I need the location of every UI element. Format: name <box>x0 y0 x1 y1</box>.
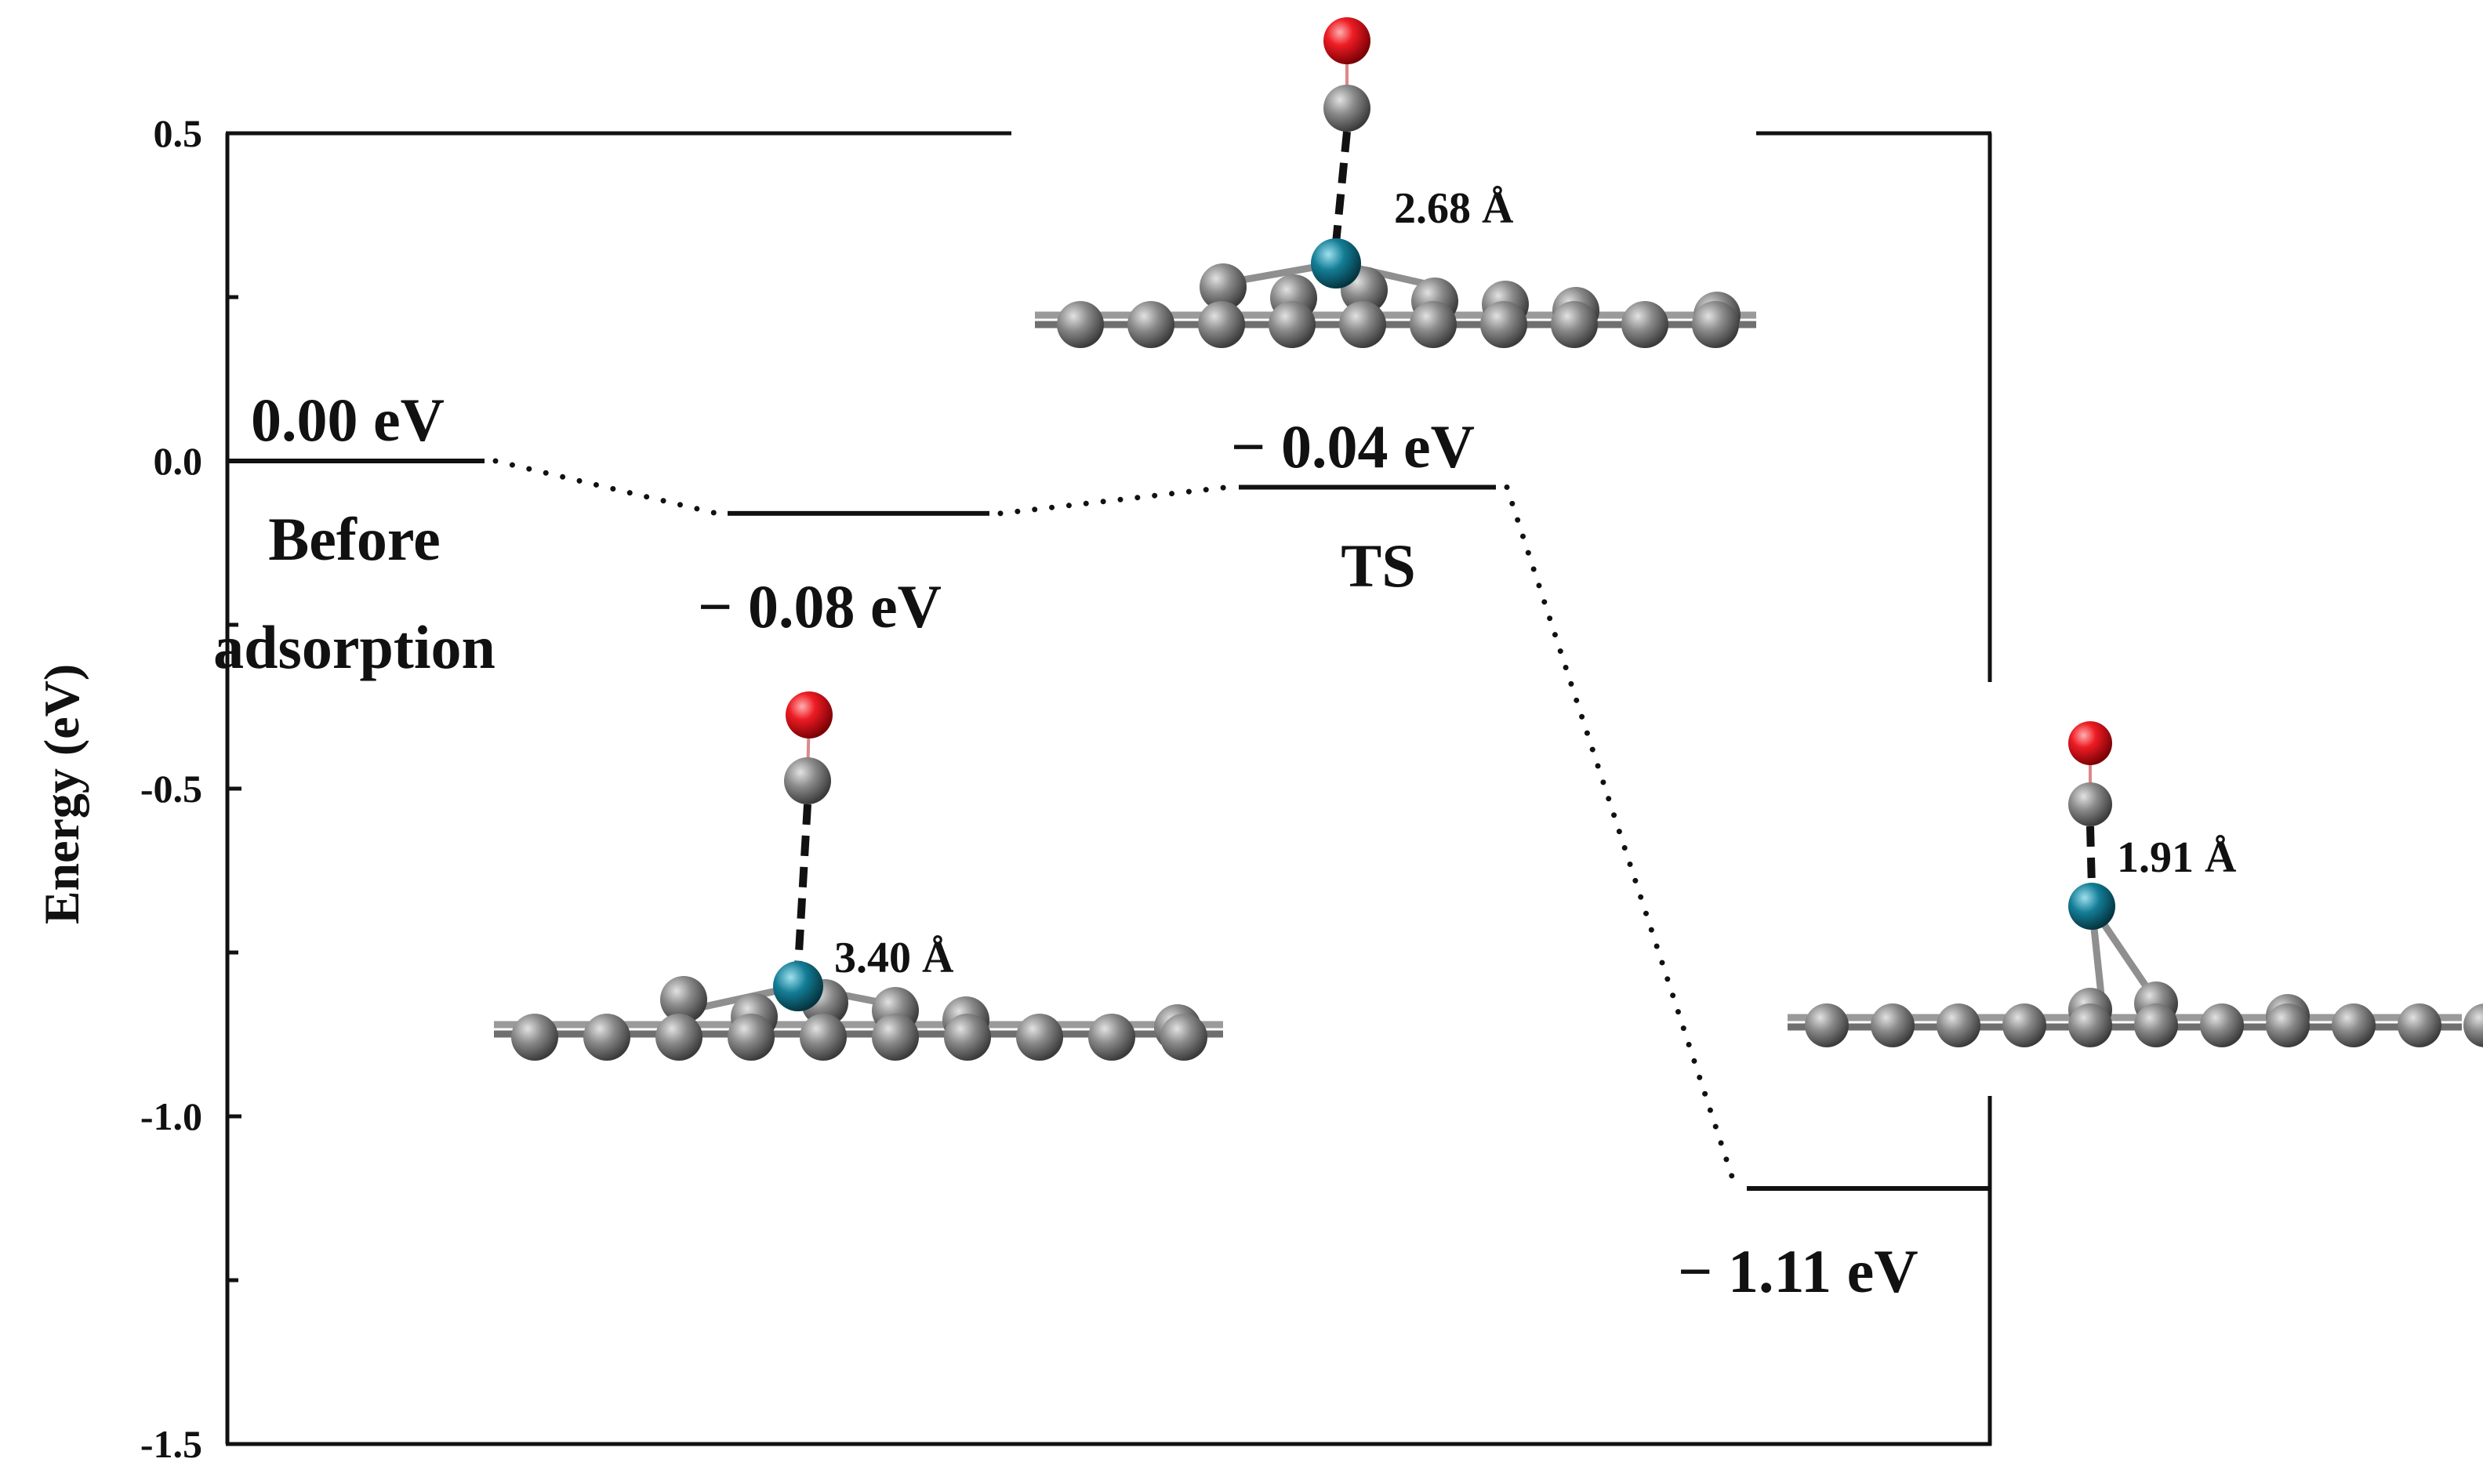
energy-label-adsorbed: − 0.08 eV <box>698 572 942 640</box>
carbon-atom <box>1088 1014 1135 1061</box>
distance-label-final: 1.91 Å <box>2117 833 2237 882</box>
metal-atom <box>2068 883 2115 930</box>
level-connector <box>997 484 1231 517</box>
carbon-atom <box>944 1014 991 1061</box>
carbon-atom <box>1621 301 1668 348</box>
carbon-atom <box>1016 1014 1063 1061</box>
carbon-atom <box>1160 1014 1207 1061</box>
carbon-atom <box>1410 301 1457 348</box>
oxygen-atom <box>2068 721 2112 765</box>
state-label-before-line2: adsorption <box>213 613 496 681</box>
interaction-dash <box>2086 825 2096 888</box>
carbon-atom <box>2002 1003 2046 1047</box>
carbon-atom <box>1127 301 1174 348</box>
carbon-atom <box>1871 1003 1915 1047</box>
interaction-dash <box>794 804 811 967</box>
carbon-atom <box>1269 301 1316 348</box>
carbon-atom <box>2068 1003 2112 1047</box>
level-connector <box>492 458 720 517</box>
carbon-atom <box>583 1014 630 1061</box>
energy-label-ts: − 0.04 eV <box>1231 412 1475 481</box>
energy-levels <box>229 459 1991 1191</box>
interaction-dash <box>1332 131 1351 244</box>
level-connector <box>1504 484 1739 1192</box>
carbon-atom <box>655 1014 702 1061</box>
carbon-atom <box>1480 301 1527 348</box>
carbon-atom <box>1692 301 1739 348</box>
co-carbon-atom <box>784 757 831 804</box>
y-tick-label: 0.5 <box>154 111 203 155</box>
energy-label-final: − 1.11 eV <box>1678 1237 1919 1305</box>
metal-atom <box>773 961 823 1011</box>
ts-structure-image <box>1035 17 1756 348</box>
carbon-atom <box>1339 301 1386 348</box>
y-tick-label: 0.0 <box>154 439 203 483</box>
distance-label-ts: 2.68 Å <box>1394 184 1514 233</box>
y-axis-label: Energy (eV) <box>34 664 89 924</box>
y-tick-label: -1.0 <box>140 1094 202 1138</box>
carbon-atom <box>2200 1003 2244 1047</box>
y-tick-label: -0.5 <box>140 767 202 811</box>
carbon-atom <box>511 1014 558 1061</box>
metal-atom <box>1311 238 1361 288</box>
carbon-atom <box>800 1014 847 1061</box>
carbon-atom <box>2332 1003 2376 1047</box>
oxygen-atom <box>1323 17 1370 64</box>
carbon-atom <box>2463 1003 2483 1047</box>
carbon-atom <box>1805 1003 1849 1047</box>
y-axis: 0.5 0.0 -0.5 -1.0 -1.5 <box>140 111 241 1466</box>
oxygen-atom <box>786 691 833 738</box>
carbon-atom <box>660 976 707 1023</box>
carbon-atom <box>728 1014 775 1061</box>
state-label-before-line1: Before <box>268 505 440 573</box>
distance-label-adsorbed: 3.40 Å <box>834 934 954 982</box>
carbon-atom <box>1200 263 1247 310</box>
final-structure-image <box>1788 721 2483 1047</box>
carbon-atom <box>1198 301 1245 348</box>
carbon-atom <box>2266 1003 2310 1047</box>
carbon-atom <box>1551 301 1598 348</box>
carbon-atom <box>872 1014 919 1061</box>
carbon-atom <box>2134 1003 2178 1047</box>
co-carbon-atom <box>1323 85 1370 132</box>
carbon-atom <box>1057 301 1104 348</box>
y-tick-label: -1.5 <box>140 1422 202 1466</box>
co-carbon-atom <box>2068 782 2112 826</box>
state-label-ts: TS <box>1341 532 1415 600</box>
energy-label-before: 0.00 eV <box>251 386 445 454</box>
level-connectors <box>492 458 1739 1192</box>
carbon-atom <box>1937 1003 1980 1047</box>
carbon-atom <box>2398 1003 2441 1047</box>
adsorbed-structure-image <box>494 691 1223 1061</box>
